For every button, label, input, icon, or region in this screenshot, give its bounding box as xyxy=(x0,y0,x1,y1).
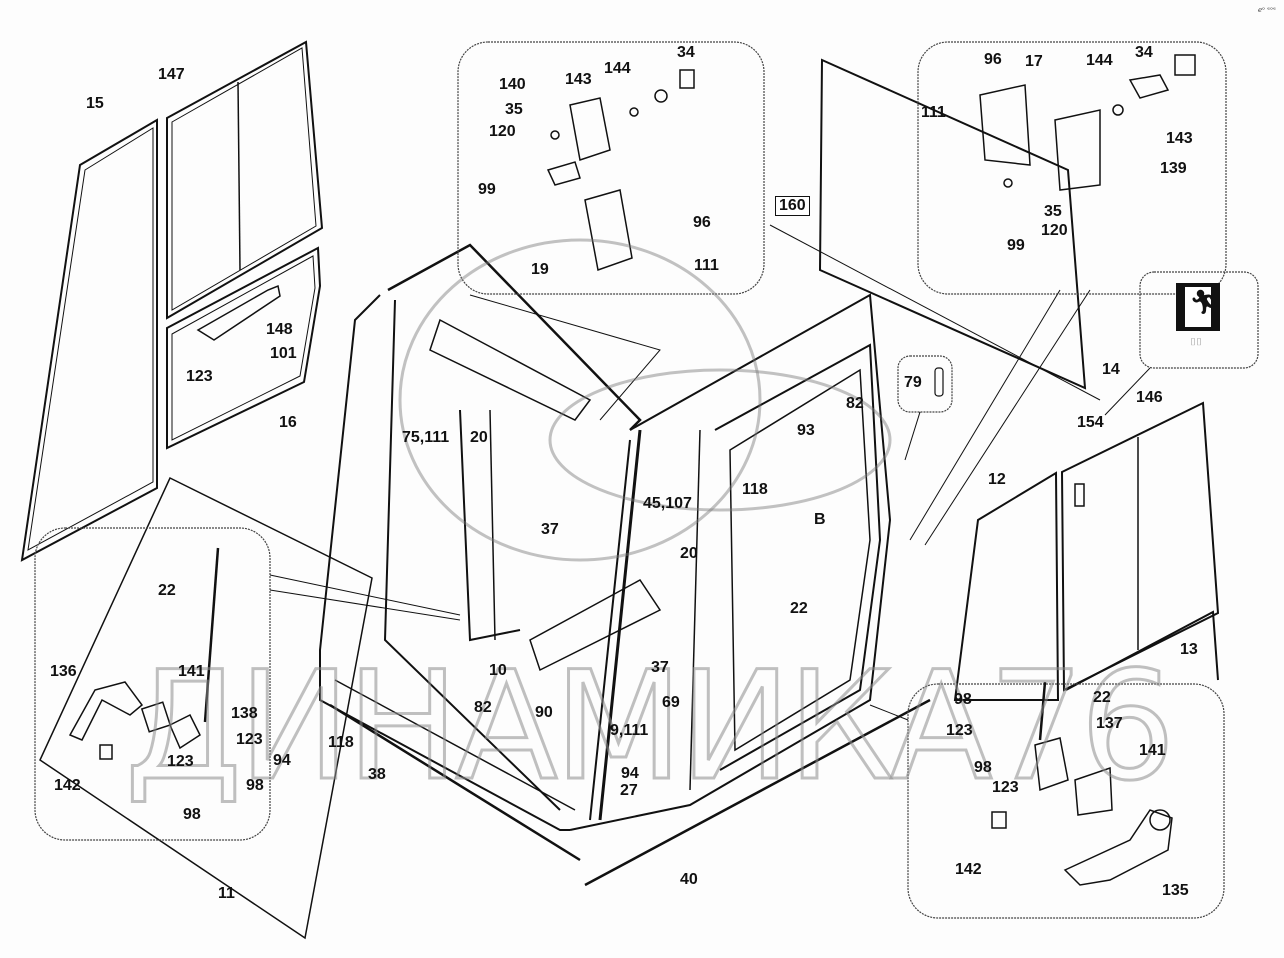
tc-callout-144[interactable]: 144 xyxy=(604,60,631,77)
bl-callout-141[interactable]: 141 xyxy=(178,663,205,680)
callout-148[interactable]: 148 xyxy=(266,321,293,338)
bl-callout-98b[interactable]: 98 xyxy=(183,806,201,823)
callout-12[interactable]: 12 xyxy=(988,471,1006,488)
callout-154[interactable]: 154 xyxy=(1077,414,1104,431)
callout-38[interactable]: 38 xyxy=(368,766,386,783)
callout-93[interactable]: 93 xyxy=(797,422,815,439)
br-callout-98b[interactable]: 98 xyxy=(974,759,992,776)
handle-135-parts xyxy=(991,681,1173,886)
br-callout-135[interactable]: 135 xyxy=(1162,882,1189,899)
bl-callout-123b[interactable]: 123 xyxy=(167,753,194,770)
glass-13 xyxy=(1065,610,1219,691)
callout-79[interactable]: 79 xyxy=(904,374,922,391)
br-callout-142[interactable]: 142 xyxy=(955,861,982,878)
exit-sign-subtext: ⌷⌷ xyxy=(1190,337,1202,348)
callout-14[interactable]: 14 xyxy=(1102,361,1120,378)
callout-37a[interactable]: 37 xyxy=(541,521,559,538)
br-callout-123a[interactable]: 123 xyxy=(946,722,973,739)
callout-118a[interactable]: 118 xyxy=(328,734,354,751)
callout-82a[interactable]: 82 xyxy=(474,699,492,716)
tr-callout-96[interactable]: 96 xyxy=(984,51,1002,68)
bl-callout-22[interactable]: 22 xyxy=(158,582,176,599)
glass-12 xyxy=(953,471,1060,701)
glass-15 xyxy=(20,118,158,562)
bl-callout-142[interactable]: 142 xyxy=(54,777,81,794)
detail-bubble-top-center xyxy=(457,41,765,295)
callout-90[interactable]: 90 xyxy=(535,704,553,721)
tr-callout-17[interactable]: 17 xyxy=(1025,53,1043,70)
bl-callout-136[interactable]: 136 xyxy=(50,663,77,680)
corner-mark: ℯᵒ ᵉᵒᵉ xyxy=(1258,6,1276,14)
callout-146[interactable]: 146 xyxy=(1136,389,1163,406)
tc-callout-140[interactable]: 140 xyxy=(499,76,526,93)
callout-45-107[interactable]: 45,107 xyxy=(643,495,692,512)
bl-callout-98a[interactable]: 98 xyxy=(246,777,264,794)
callout-B[interactable]: B xyxy=(814,511,826,528)
callout-10[interactable]: 10 xyxy=(489,662,507,679)
callout-16[interactable]: 16 xyxy=(279,414,297,431)
tc-callout-19[interactable]: 19 xyxy=(531,261,549,278)
emergency-exit-icon: 🏃︎ xyxy=(1176,283,1220,331)
detail-bubble-pin xyxy=(897,355,953,413)
callout-15[interactable]: 15 xyxy=(86,95,104,112)
tc-callout-35[interactable]: 35 xyxy=(505,101,523,118)
detail-bubble-top-right xyxy=(917,41,1227,295)
tc-callout-96[interactable]: 96 xyxy=(693,214,711,231)
callout-22-main[interactable]: 22 xyxy=(790,600,808,617)
tr-callout-111[interactable]: 111 xyxy=(921,104,946,121)
callout-11[interactable]: 11 xyxy=(218,885,235,902)
tc-callout-143[interactable]: 143 xyxy=(565,71,592,88)
detail-bubble-exit xyxy=(1139,271,1259,369)
callout-20b[interactable]: 20 xyxy=(680,545,698,562)
callout-147[interactable]: 147 xyxy=(158,66,185,83)
callout-101[interactable]: 101 xyxy=(270,345,297,362)
tr-callout-139[interactable]: 139 xyxy=(1160,160,1187,177)
watermark-swirl xyxy=(398,238,762,562)
tr-callout-144[interactable]: 144 xyxy=(1086,52,1113,69)
callout-69[interactable]: 69 xyxy=(662,694,680,711)
tr-callout-35[interactable]: 35 xyxy=(1044,203,1062,220)
callout-123[interactable]: 123 xyxy=(186,368,213,385)
glass-146 xyxy=(1060,401,1220,692)
callout-94a[interactable]: 94 xyxy=(273,752,291,769)
br-callout-123b[interactable]: 123 xyxy=(992,779,1019,796)
callout-118b[interactable]: 118 xyxy=(742,481,768,498)
callout-13[interactable]: 13 xyxy=(1180,641,1198,658)
glass-11 xyxy=(39,476,373,940)
tc-callout-111[interactable]: 111 xyxy=(694,257,719,274)
detail-bubble-bottom-right xyxy=(907,683,1225,919)
tc-callout-120[interactable]: 120 xyxy=(489,123,516,140)
br-callout-137[interactable]: 137 xyxy=(1096,715,1123,732)
tr-callout-99[interactable]: 99 xyxy=(1007,237,1025,254)
tr-callout-120[interactable]: 120 xyxy=(1041,222,1068,239)
cab-frame xyxy=(319,224,1101,887)
callout-27[interactable]: 27 xyxy=(620,782,638,799)
br-callout-98a[interactable]: 98 xyxy=(954,691,972,708)
callout-40[interactable]: 40 xyxy=(680,871,698,888)
br-callout-22[interactable]: 22 xyxy=(1093,689,1111,706)
glass-14 xyxy=(818,58,1087,390)
callout-20a[interactable]: 20 xyxy=(470,429,488,446)
latch-140-parts xyxy=(546,69,695,271)
glass-16 xyxy=(166,246,322,450)
callout-160[interactable]: 160 xyxy=(775,196,810,216)
callout-37b[interactable]: 37 xyxy=(651,659,669,676)
tr-callout-143[interactable]: 143 xyxy=(1166,130,1193,147)
callout-9-111[interactable]: 9,111 xyxy=(610,722,649,739)
callout-82b[interactable]: 82 xyxy=(846,395,864,412)
pin-79 xyxy=(934,367,944,397)
handle-136-parts xyxy=(68,547,220,760)
br-callout-141[interactable]: 141 xyxy=(1139,742,1166,759)
tc-callout-34[interactable]: 34 xyxy=(677,44,695,61)
bl-callout-138[interactable]: 138 xyxy=(231,705,258,722)
latch-139-parts xyxy=(979,54,1196,191)
callout-94b[interactable]: 94 xyxy=(621,765,639,782)
callout-75-111[interactable]: 75,111 xyxy=(402,429,450,446)
detail-bubble-bottom-left xyxy=(34,527,271,841)
tr-callout-34[interactable]: 34 xyxy=(1135,44,1153,61)
glass-147 xyxy=(166,40,324,320)
tc-callout-99[interactable]: 99 xyxy=(478,181,496,198)
bl-callout-123a[interactable]: 123 xyxy=(236,731,263,748)
